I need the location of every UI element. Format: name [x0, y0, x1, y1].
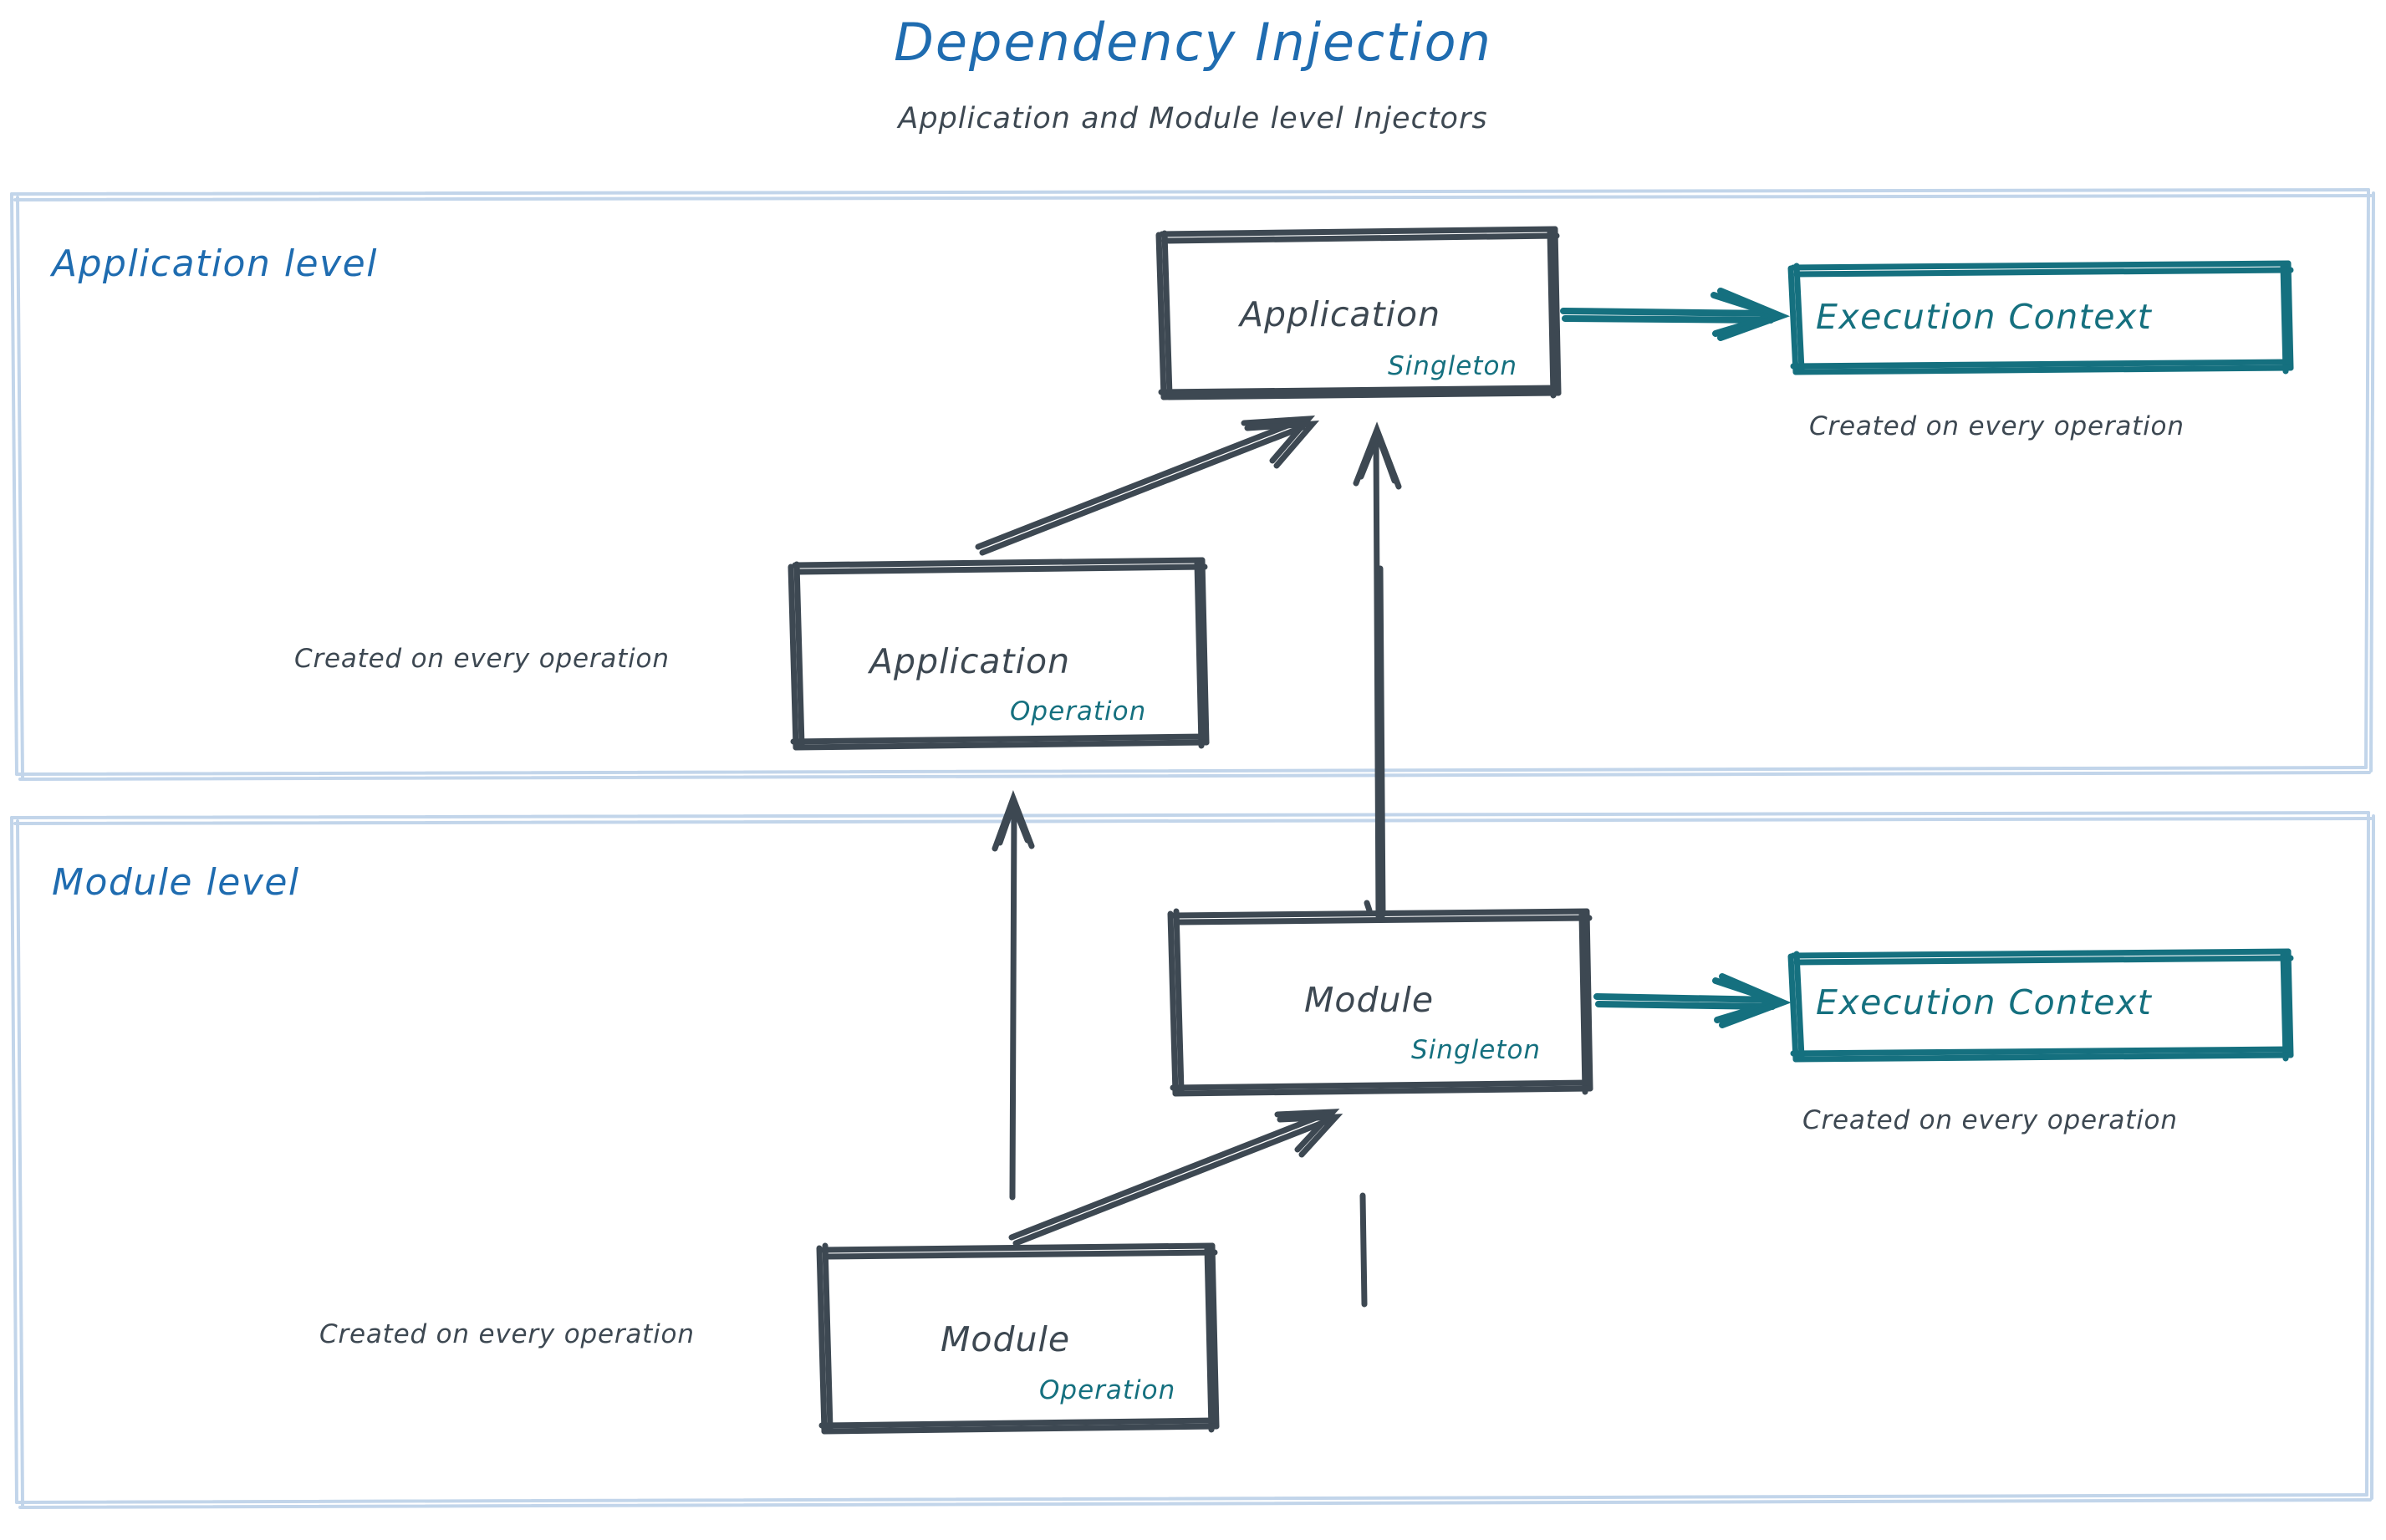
node-label-execution-context-module: Execution Context [1816, 982, 2153, 1022]
edge-app-singleton-to-context [1560, 288, 1791, 341]
edge-mod-operation-to-app-operation [992, 790, 1035, 1201]
node-label-application-singleton: Application [1240, 294, 1441, 334]
caption-execution-context-module: Created on every operation [1802, 1105, 2178, 1135]
edge-mod-singleton-to-app-singleton [1353, 421, 1402, 1308]
caption-application-operation: Created on every operation [294, 644, 670, 674]
page-title: Dependency Injection [894, 12, 1492, 73]
node-label-module-singleton: Module [1304, 980, 1435, 1020]
frame-label-application-level: Application level [52, 242, 378, 285]
node-label-module-operation: Module [941, 1319, 1071, 1359]
edge-app-operation-to-app-singleton [975, 415, 1320, 556]
edge-mod-operation-to-mod-singleton [1008, 1109, 1343, 1247]
node-label-execution-context-application: Execution Context [1816, 297, 2153, 337]
caption-execution-context-application: Created on every operation [1809, 411, 2185, 441]
node-scope-application-operation: Operation [1010, 696, 1147, 727]
frame-label-module-level: Module level [52, 861, 300, 904]
page-subtitle: Application and Module level Injectors [898, 102, 1488, 135]
node-scope-application-singleton: Singleton [1388, 351, 1518, 381]
caption-module-operation: Created on every operation [319, 1319, 695, 1349]
edge-mod-singleton-to-context [1593, 973, 1792, 1028]
node-label-application-operation: Application [869, 641, 1071, 681]
node-scope-module-operation: Operation [1039, 1375, 1176, 1405]
node-scope-module-singleton: Singleton [1411, 1035, 1542, 1065]
frame-module-level [10, 811, 2375, 1509]
